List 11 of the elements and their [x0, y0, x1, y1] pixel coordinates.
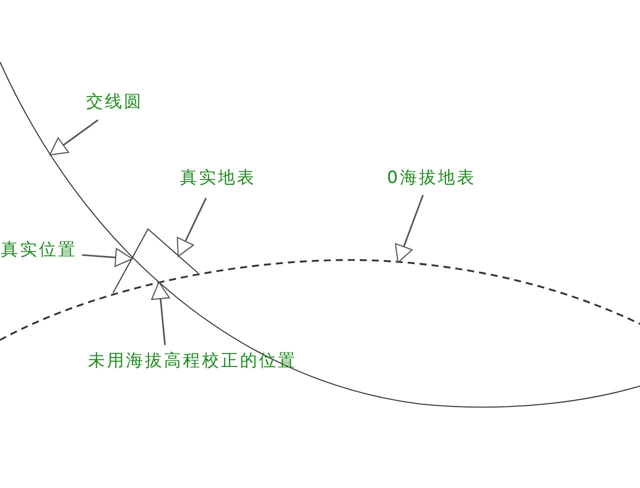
callout-label: 0海拔地表: [387, 168, 476, 188]
callout-label: 真实位置: [1, 240, 77, 260]
leader-line: [394, 194, 424, 263]
callout-label: 真实地表: [180, 168, 256, 188]
callout-label: 未用海拔高程校正的位置: [88, 351, 297, 371]
leader-line: [49, 119, 98, 156]
leader-line: [176, 198, 207, 257]
leader-line: [82, 248, 133, 267]
callout-label: 交线圆: [86, 92, 143, 112]
leader-line: [151, 281, 170, 346]
curve-line: [0, 62, 640, 408]
